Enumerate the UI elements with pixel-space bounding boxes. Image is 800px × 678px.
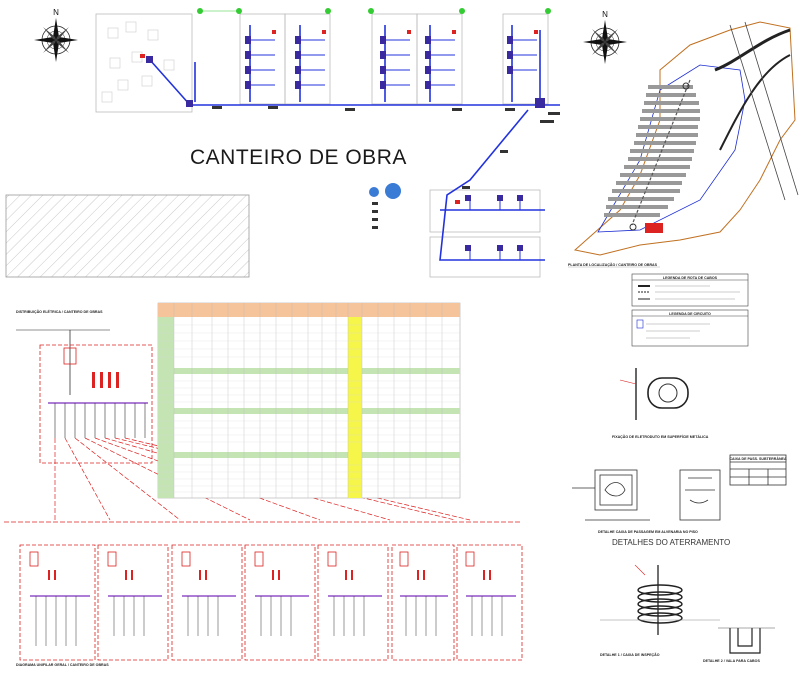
hatched-area: [5, 194, 250, 278]
box-caption: DETALHE CAIXA DE PASSAGEM EM ALVENARIA N…: [598, 530, 698, 534]
compass-icon: N: [34, 8, 78, 62]
legend-circuit-title: LEGENDA DE CIRCUITO: [669, 312, 711, 316]
grounding-title: DETALHES DO ATERRAMENTO: [612, 538, 731, 547]
single-line-diagram: DISTRIBUIÇÃO ELÉTRICA / CANTEIRO DE OBRA…: [16, 309, 153, 464]
legend-circuit: [631, 309, 749, 347]
location-plan: [573, 21, 799, 256]
location-caption: PLANTA DE LOCALIZAÇÃO / CANTEIRO DE OBRA…: [568, 262, 658, 267]
legend-route: [631, 273, 749, 307]
inspection-caption: DETALHE 1 / CAIXA DE INSPEÇÃO: [600, 652, 660, 657]
sub-panels: [19, 544, 523, 661]
fixation-caption: FIXAÇÃO DE ELETRODUTO EM SUPERFÍCIE METÁ…: [612, 434, 709, 439]
ground-points: [197, 8, 551, 14]
site-plan-buildings: [95, 13, 549, 278]
legend-route-title: LEGENDA DE ROTA DE CABOS: [663, 276, 718, 280]
panel-markers: [140, 30, 538, 204]
load-table: [157, 302, 461, 499]
box-table-title: CAIXA DE PASS. SUBTERRÂNEA: [729, 456, 787, 461]
legend-bubble: [369, 183, 401, 199]
grounding-detail: [600, 564, 775, 654]
drawing-title: CANTEIRO DE OBRA: [190, 146, 407, 169]
diagram-bottom-label: DIAGRAMA UNIFILAR GERAL / CANTEIRO DE OB…: [16, 663, 109, 667]
circuit-branches: [250, 39, 537, 260]
north-label: N: [53, 8, 59, 17]
connection-caption: DETALHE 2 / VALA PARA CABOS: [703, 659, 760, 663]
pass-box-detail: [572, 454, 787, 521]
compass-icon: N: [583, 10, 627, 64]
furniture-layout: [101, 21, 175, 103]
north-label: N: [602, 10, 608, 19]
junction-markers: [146, 36, 545, 251]
diagram-top-label: DISTRIBUIÇÃO ELÉTRICA / CANTEIRO DE OBRA…: [16, 309, 103, 314]
annotation-blocks: [212, 106, 560, 229]
conduit-fixation-detail: [619, 368, 689, 420]
